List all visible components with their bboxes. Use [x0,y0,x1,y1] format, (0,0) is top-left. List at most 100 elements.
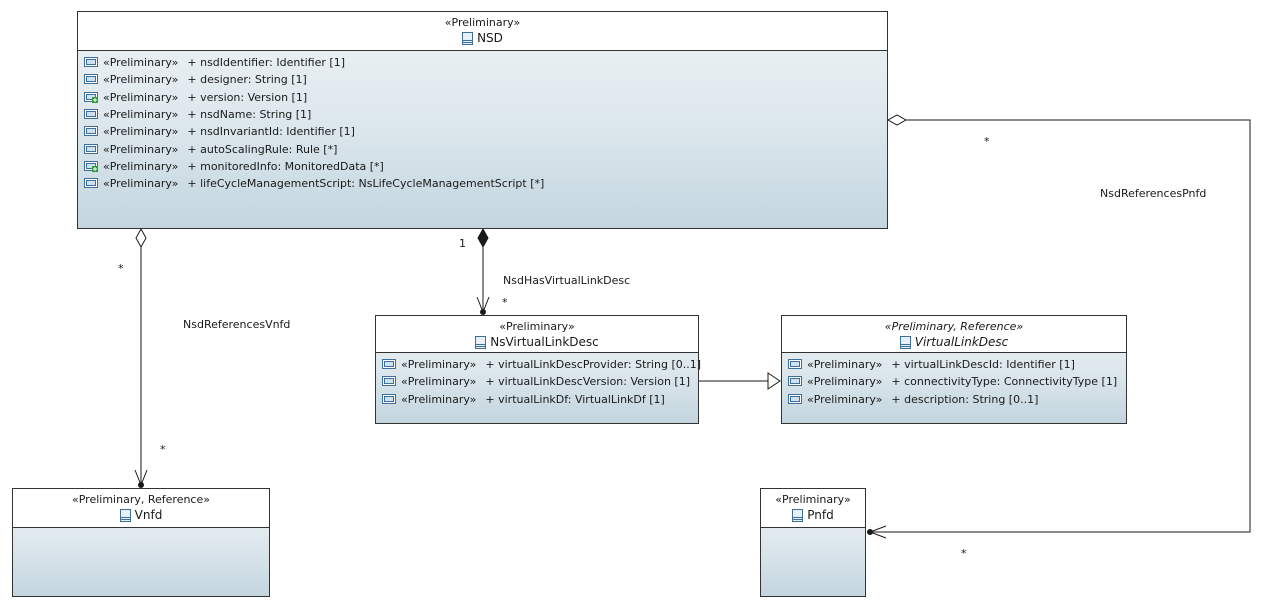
class-name: NsVirtualLinkDesc [490,335,599,349]
attribute-list: «Preliminary» + virtualLinkDescProvider: … [376,353,701,411]
attribute-text: + nsdName: String [1] [187,108,312,122]
vld-target-multiplicity: * [502,296,508,309]
attribute-text: + lifeCycleManagementScript: NsLifeCycle… [187,177,545,191]
vnfd-source-multiplicity: * [118,262,124,275]
attribute-row[interactable]: «Preliminary» + nsdInvariantId: Identifie… [84,123,881,140]
class-name-row: NSD [78,30,887,46]
attribute-icon [84,178,98,189]
attribute-row[interactable]: «Preliminary» + autoScalingRule: Rule [*] [84,140,881,157]
attribute-row[interactable]: «Preliminary» + lifeCycleManagementScript… [84,175,881,192]
attribute-text: + virtualLinkDf: VirtualLinkDf [1] [485,392,665,406]
attribute-stereotype: «Preliminary» [103,125,179,139]
attribute-icon [788,359,802,370]
attribute-text: + connectivityType: ConnectivityType [1] [891,375,1118,389]
class-pnfd[interactable]: «Preliminary» Pnfd [760,488,866,597]
association-line-pnfd [870,119,1251,533]
attribute-text: + nsdInvariantId: Identifier [1] [187,125,355,139]
attribute-icon [84,143,98,154]
class-nsd[interactable]: «Preliminary» NSD «Preliminary»+ nsdIden… [77,11,888,229]
class-header: «Preliminary, Reference» VirtualLinkDesc [782,316,1126,353]
attribute-row[interactable]: «Preliminary» + description: String [0..1… [788,391,1120,408]
class-name-row: VirtualLinkDesc [782,334,1126,350]
class-header: «Preliminary» Pnfd [761,489,865,528]
ownership-dot-vnfd [138,482,144,488]
attribute-row[interactable]: «Preliminary» + designer: String [1] [84,71,881,88]
attribute-text: + version: Version [1] [187,90,308,104]
class-icon [475,335,487,349]
attribute-list: «Preliminary» + virtualLinkDescId: Identi… [782,353,1126,411]
attribute-stereotype: «Preliminary» [103,73,179,87]
attribute-stereotype: «Preliminary» [807,392,883,406]
composition-diamond-vld [477,227,489,249]
attribute-row[interactable]: «Preliminary»+ nsdIdentifier: Identifier… [84,54,881,71]
vnfd-target-multiplicity: * [160,443,166,456]
class-name-row: NsVirtualLinkDesc [376,334,698,350]
attribute-icon [382,393,396,404]
vld-association-name: NsdHasVirtualLinkDesc [503,274,631,287]
class-header: «Preliminary» NsVirtualLinkDesc [376,316,698,353]
ownership-dot-pnfd [867,529,873,535]
class-virtuallinkdesc[interactable]: «Preliminary, Reference» VirtualLinkDesc… [781,315,1127,424]
class-stereotype: «Preliminary, Reference» [72,493,210,506]
class-name: NSD [477,31,503,45]
attribute-row[interactable]: «Preliminary»+ virtualLinkDescVersion: V… [382,373,692,390]
class-name-row: Vnfd [13,507,269,523]
attribute-stereotype: «Preliminary» [103,159,179,173]
attribute-text: + monitoredInfo: MonitoredData [*] [187,159,384,173]
attribute-row[interactable]: «Preliminary» + version: Version [1] [84,89,881,106]
attribute-stereotype: «Preliminary» [807,358,883,372]
attribute-row[interactable]: «Preliminary» + virtualLinkDescId: Identi… [788,356,1120,373]
attribute-icon [84,57,98,68]
vnfd-association-name: NsdReferencesVnfd [183,318,291,331]
attribute-stereotype: «Preliminary» [103,108,179,122]
ownership-dot-vld [480,309,486,315]
attribute-icon [84,126,98,137]
pnfd-association-name: NsdReferencesPnfd [1100,187,1207,200]
attribute-icon [382,376,396,387]
attribute-icon [788,393,802,404]
attribute-icon [84,109,98,120]
vld-source-multiplicity: 1 [459,237,466,250]
attribute-text: + virtualLinkDescProvider: String [0..1] [485,358,702,372]
class-name: VirtualLinkDesc [914,335,1009,349]
attribute-stereotype: «Preliminary» [807,375,883,389]
attribute-stereotype: «Preliminary» [103,142,179,156]
attribute-list: «Preliminary»+ nsdIdentifier: Identifier… [78,51,887,195]
class-stereotype: «Preliminary, Reference» [884,320,1024,333]
class-icon [462,31,474,45]
attribute-stereotype: «Preliminary» [103,177,179,191]
class-icon [899,335,911,349]
class-stereotype: «Preliminary» [775,493,851,506]
attribute-row[interactable]: «Preliminary» + virtualLinkDescProvider: … [382,356,701,373]
attribute-row[interactable]: «Preliminary» + nsdName: String [1] [84,106,881,123]
attribute-plus-icon [84,91,98,103]
attribute-row[interactable]: «Preliminary» + connectivityType: Connect… [788,373,1120,390]
class-header: «Preliminary, Reference» Vnfd [13,489,269,528]
attribute-stereotype: «Preliminary» [401,392,477,406]
class-icon [119,508,131,522]
attribute-row[interactable]: «Preliminary» + virtualLinkDf: VirtualLin… [382,391,692,408]
class-stereotype: «Preliminary» [499,320,575,333]
class-stereotype: «Preliminary» [444,16,521,29]
attribute-icon [84,74,98,85]
class-vnfd[interactable]: «Preliminary, Reference» Vnfd [12,488,270,597]
attribute-text: + designer: String [1] [187,73,307,87]
class-nsvirtuallinkdesc[interactable]: «Preliminary» NsVirtualLinkDesc «Prelimi… [375,315,701,424]
attribute-text: + virtualLinkDescVersion: Version [1] [485,375,690,389]
pnfd-source-multiplicity: * [984,135,990,148]
attribute-stereotype: «Preliminary» [103,56,179,70]
generalization-triangle [767,372,781,390]
attribute-text: + autoScalingRule: Rule [*] [187,142,338,156]
class-header: «Preliminary» NSD [78,12,887,51]
class-icon [792,508,804,522]
attribute-text: + virtualLinkDescId: Identifier [1] [891,358,1075,372]
attribute-icon [788,376,802,387]
attribute-stereotype: «Preliminary» [103,90,179,104]
attribute-stereotype: «Preliminary» [401,358,477,372]
attribute-text: + description: String [0..1] [891,392,1039,406]
attribute-row[interactable]: «Preliminary» + monitoredInfo: MonitoredD… [84,158,881,175]
attribute-plus-icon [84,160,98,172]
class-name-row: Pnfd [761,507,865,523]
class-name: Vnfd [134,508,163,522]
